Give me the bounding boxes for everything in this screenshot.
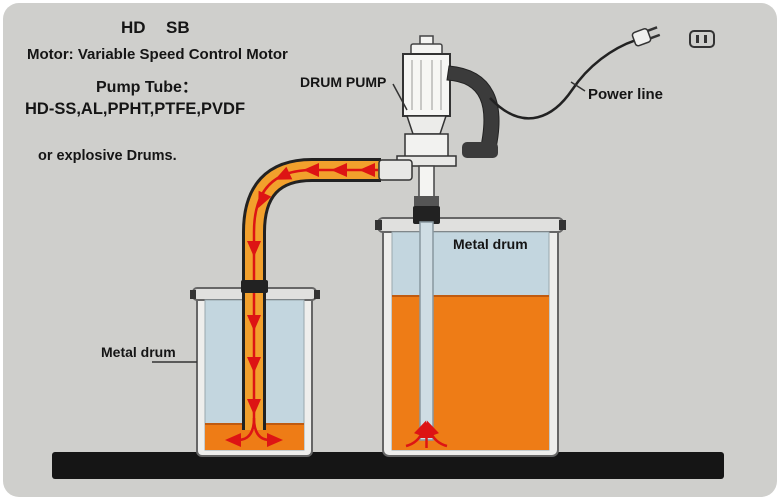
drum-pump-label: DRUM PUMP [300,74,386,90]
small-drum-rim-clamp-right [314,290,320,299]
drum-liquids [205,296,549,450]
small-drum-rim-clamp-left [190,290,196,299]
arrowhead [258,190,272,209]
arrowhead [303,163,319,177]
arrowhead [247,241,261,257]
drum-pump [378,35,500,206]
arrowhead [247,315,261,331]
arrowhead [331,163,347,177]
arrowhead [419,422,434,438]
pump-tube-coupler [414,196,439,206]
floor [52,452,724,479]
large-drum-rim-clamp-left [375,220,382,230]
pump-outlet-spout [378,159,413,181]
pump-head [404,133,449,159]
flow-arrowheads [225,163,439,447]
arrowhead [267,433,283,447]
small-drum-hose-coupling [241,280,268,293]
metal-drum-large-label: Metal drum [453,236,528,252]
explosive-drums-note: or explosive Drums. [38,148,177,164]
model-label-sb: SB [166,18,190,37]
large-drum-rim [377,217,564,233]
power-cord [489,38,637,120]
metal-drum-small-label: Metal drum [101,344,176,360]
pump-tube-heading: Pump Tube： [96,79,198,96]
pump-collar [405,115,448,135]
arrowhead [225,433,241,447]
drum-pump-pointer-line [392,83,408,111]
large-drum-bung-fitting [413,206,440,224]
outlet-icon [689,30,715,48]
motor-fins [411,60,442,110]
large-drum-liquid [392,296,549,450]
motor-spec-label: Motor: Variable Speed Control Motor [27,46,288,63]
arrowhead [247,399,261,415]
pump-handle-base [462,142,498,158]
pump-tube-materials: HD-SS,AL,PPHT,PTFE,PVDF [25,100,245,118]
power-line-pointer-line [570,81,586,92]
arrowhead [359,163,375,177]
plug-icon [631,26,661,47]
arrowhead [274,166,293,180]
model-label-hd: HD [121,18,146,37]
arrowhead [247,357,261,373]
power-line-label: Power line [588,86,663,103]
suction-tube [419,221,434,441]
pump-suction-neck [418,165,435,201]
motor-body [402,53,451,117]
large-drum-rim-clamp-right [559,220,566,230]
